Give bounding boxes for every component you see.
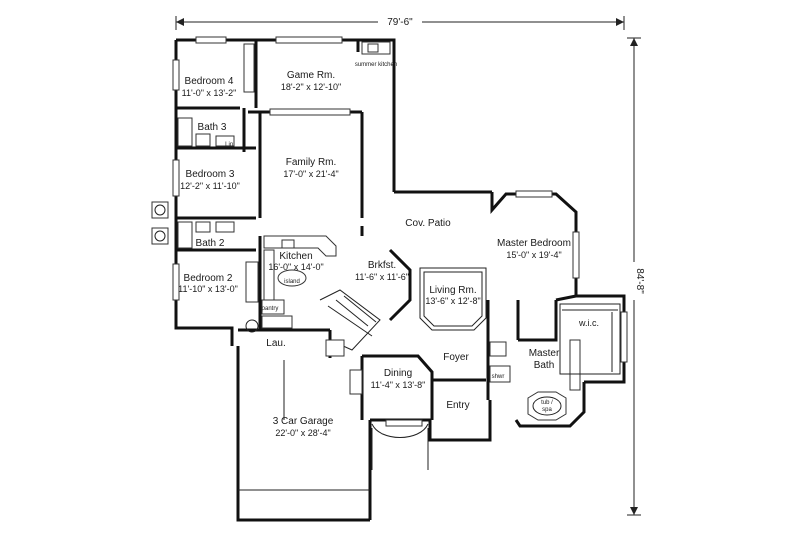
bedroom4-size: 11'-0" x 13'-2" (182, 88, 237, 98)
depth-label: 84'-8" (634, 268, 645, 294)
bedroom2-name: Bedroom 2 (184, 273, 233, 284)
game-size: 18'-2" x 12'-10" (281, 82, 341, 92)
bath2-name: Bath 2 (196, 238, 225, 249)
lin-label: Lin. (225, 142, 235, 148)
entry-name: Entry (446, 400, 469, 411)
brkfst-size: 11'-6" x 11'-6" (355, 272, 409, 282)
garage-size: 22'-0" x 28'-4" (275, 428, 330, 438)
master-bath-line2: Bath (534, 360, 555, 371)
game-name: Game Rm. (287, 70, 335, 81)
living-name: Living Rm. (429, 285, 476, 296)
staircase (319, 289, 381, 357)
shwr-label: shwr (492, 374, 505, 380)
foyer-name: Foyer (443, 352, 469, 363)
bedroom3-size: 12'-2" x 11'-10" (180, 181, 240, 191)
master-bath-line1: Master (529, 348, 560, 359)
bedroom2-size: 11'-10" x 13'-0" (178, 284, 238, 294)
family-size: 17'-0" x 21'-4" (283, 169, 338, 179)
master-bedroom-size: 15'-0" x 19'-4" (506, 250, 561, 260)
cov-patio-name: Cov. Patio (405, 218, 451, 229)
fixtures (151, 41, 621, 491)
kitchen-size: 16'-0" x 14'-0" (268, 262, 323, 272)
tub-label-line1: tub / (541, 400, 553, 406)
island-label: island (284, 279, 300, 285)
brkfst-name: Brkfst. (368, 260, 396, 271)
garage-name: 3 Car Garage (273, 416, 334, 427)
kitchen-name: Kitchen (279, 251, 312, 262)
lau-name: Lau. (266, 338, 285, 349)
bedroom3-name: Bedroom 3 (186, 169, 235, 180)
width-label: 79'-6" (387, 17, 413, 28)
wic-label: w.i.c. (578, 318, 599, 328)
master-bedroom-name: Master Bedroom (497, 238, 571, 249)
windows (172, 36, 628, 427)
living-size: 13'-6" x 12'-8" (425, 296, 480, 306)
bath3-name: Bath 3 (198, 122, 227, 133)
depth-dimension: 84'-8" (627, 37, 645, 516)
bedroom4-name: Bedroom 4 (185, 76, 234, 87)
interior-walls (176, 40, 558, 420)
pantry-label: pantry (262, 306, 279, 312)
tub-label-line2: spa (542, 407, 552, 413)
room-labels: Bedroom 4 11'-0" x 13'-2" Game Rm. 18'-2… (178, 62, 599, 438)
summer-kitchen-label: summer kitchen (355, 62, 397, 68)
family-name: Family Rm. (286, 157, 337, 168)
width-dimension: 79'-6" (175, 14, 625, 30)
dining-size: 11'-4" x 13'-8" (371, 380, 426, 390)
dining-name: Dining (384, 368, 412, 379)
